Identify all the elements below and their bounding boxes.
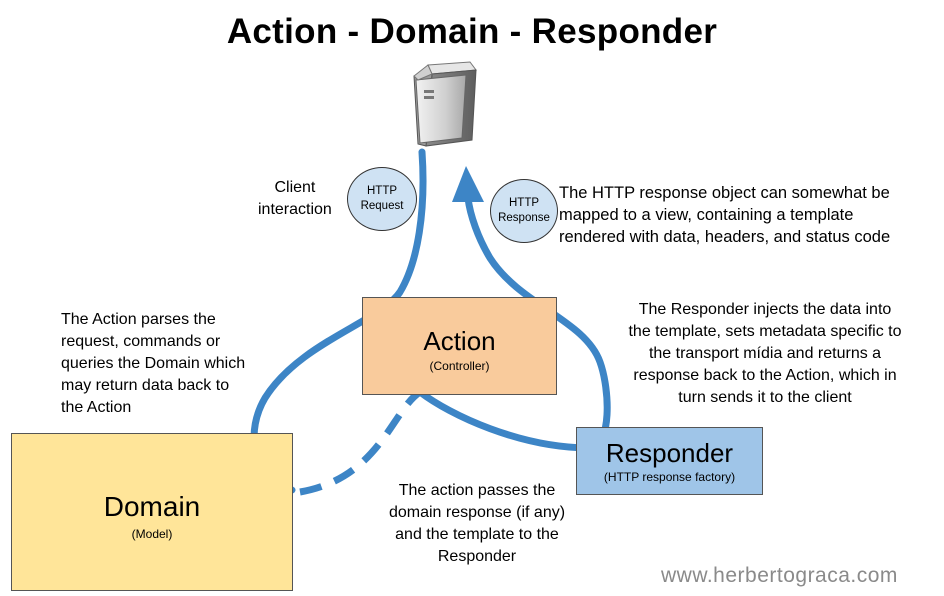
note-line: The Action parses the bbox=[61, 311, 216, 328]
client-interaction-note: Client interaction bbox=[258, 177, 332, 221]
note-line: turn sends it to the client bbox=[678, 389, 852, 406]
responder-sublabel: (HTTP response factory) bbox=[603, 470, 736, 484]
action-passes-note: The action passes the domain response (i… bbox=[372, 480, 582, 568]
http-response-bubble: HTTP Response bbox=[490, 179, 558, 243]
note-line: mapped to a view, containing a template bbox=[559, 206, 854, 224]
note-line: the transport mídia and returns a bbox=[648, 345, 882, 362]
action-box: Action (Controller) bbox=[362, 297, 557, 395]
server-icon bbox=[413, 61, 477, 147]
note-line: The Responder injects the data into bbox=[638, 301, 892, 318]
action-sublabel: (Controller) bbox=[429, 359, 490, 373]
diagram-title: Action - Domain - Responder bbox=[226, 12, 718, 51]
note-line: may return data back to bbox=[61, 377, 230, 394]
note-line: interaction bbox=[258, 201, 332, 218]
note-line: the Action bbox=[61, 399, 132, 416]
note-line: request, commands or bbox=[61, 333, 221, 350]
note-line: Responder bbox=[437, 548, 517, 565]
note-line: The action passes the bbox=[398, 482, 556, 499]
note-line: and the template to the bbox=[395, 526, 559, 543]
http-request-line1: HTTP bbox=[366, 185, 398, 197]
note-line: queries the Domain which bbox=[61, 355, 246, 372]
note-line: response back to the Action, which in bbox=[633, 367, 897, 384]
http-response-line2: Response bbox=[498, 212, 550, 224]
note-line: the template, sets metadata specific to bbox=[628, 323, 902, 340]
domain-sublabel: (Model) bbox=[131, 527, 173, 541]
website-watermark: www.herbertograca.com bbox=[661, 564, 898, 587]
http-response-line1: HTTP bbox=[508, 197, 540, 209]
http-request-line2: Request bbox=[360, 200, 404, 212]
response-flow-line bbox=[464, 194, 611, 452]
http-response-note: The HTTP response object can somewhat be… bbox=[559, 182, 890, 248]
domain-to-responder-dashed-line bbox=[299, 389, 423, 496]
http-request-bubble: HTTP Request bbox=[347, 167, 417, 231]
domain-label: Domain bbox=[103, 491, 201, 522]
action-label: Action bbox=[423, 326, 496, 356]
responder-label: Responder bbox=[605, 438, 734, 468]
responder-note: The Responder injects the data into the … bbox=[600, 299, 930, 409]
note-line: Client bbox=[274, 179, 316, 196]
note-line: domain response (if any) bbox=[388, 504, 566, 521]
action-note: The Action parses the request, commands … bbox=[61, 309, 245, 419]
action-to-responder-line bbox=[416, 388, 594, 452]
response-arrowhead bbox=[452, 166, 484, 202]
responder-box: Responder (HTTP response factory) bbox=[576, 427, 763, 495]
note-line: rendered with data, headers, and status … bbox=[559, 228, 891, 246]
domain-box: Domain (Model) bbox=[11, 433, 293, 591]
note-line: The HTTP response object can somewhat be bbox=[559, 184, 890, 202]
